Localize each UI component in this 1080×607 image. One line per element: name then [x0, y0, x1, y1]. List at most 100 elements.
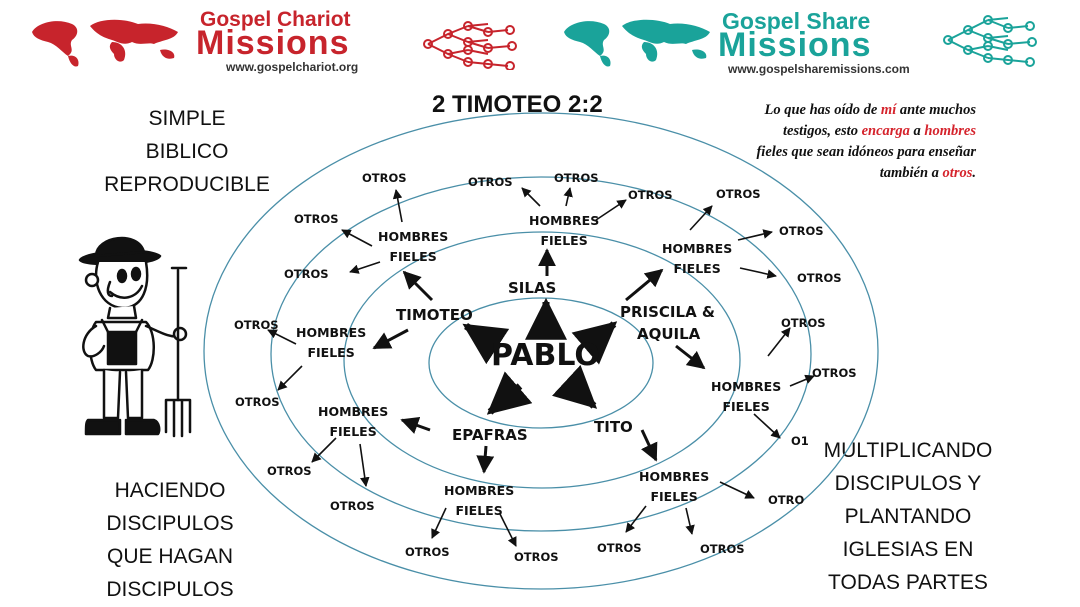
faithful-men-label: HOMBRES FIELES: [378, 227, 448, 267]
others-label: OTROS: [700, 542, 745, 556]
arrow: [402, 270, 434, 302]
farmer-with-pitchfork-icon: [78, 236, 192, 438]
tagline-line: DISCIPULOS: [106, 578, 234, 601]
tagline-line: REPRODUCIBLE: [104, 173, 270, 196]
arrow: [277, 365, 303, 391]
arrow: [753, 413, 781, 439]
network-tree-icon: [423, 21, 517, 70]
arrow: [675, 344, 706, 370]
others-label: OTROS: [330, 499, 375, 513]
others-label: OTROS: [267, 464, 312, 478]
arrow: [267, 329, 297, 345]
tagline-line: QUE HAGAN: [106, 545, 234, 568]
others-label: OTROS: [405, 545, 450, 559]
faithful-men-line: FIELES: [650, 489, 698, 504]
ring-2: [343, 231, 741, 489]
others-label: OTRO: [768, 493, 805, 507]
faithful-men-label: HOMBRES FIELES: [444, 481, 514, 521]
faithful-men-line: FIELES: [389, 249, 437, 264]
others-label: OTROS: [779, 224, 824, 238]
others-label: OTROS: [362, 171, 407, 185]
tagline-line: DISCIPULOS: [106, 512, 234, 535]
tagline-line: PLANTANDO: [844, 505, 972, 528]
faithful-men-line: HOMBRES: [318, 404, 389, 419]
world-map-icon: [564, 19, 710, 67]
verse-line-4: también a otros.: [879, 165, 976, 181]
faithful-men-line: FIELES: [455, 503, 503, 518]
logo-right-line1: Gospel Share: [722, 8, 871, 34]
faithful-men-line: FIELES: [540, 233, 588, 248]
disciple-label-tito: TITO: [594, 418, 633, 436]
arrow: [739, 267, 777, 279]
logo-gospel-chariot: Gospel Chariot Missions www.gospelchario…: [28, 8, 528, 78]
faithful-men-line: FIELES: [307, 345, 355, 360]
tagline-line: BIBLICO: [145, 140, 229, 163]
world-map-icon: [32, 19, 178, 67]
disciple-label-epafras: EPAFRAS: [452, 426, 528, 444]
faithful-men-line: HOMBRES: [378, 229, 449, 244]
tagline-line: HACIENDO: [114, 479, 226, 502]
arrow: [625, 268, 664, 302]
faithful-men-line: HOMBRES: [296, 325, 367, 340]
faithful-men-line: FIELES: [329, 424, 377, 439]
arrow: [595, 199, 627, 221]
disciple-label-aquila: AQUILA: [637, 325, 701, 343]
others-label: OTROS: [554, 171, 599, 185]
others-label: OTROS: [235, 395, 280, 409]
faithful-men-label: HOMBRES FIELES: [639, 467, 709, 507]
others-label: OTROS: [284, 267, 329, 281]
arrow: [640, 429, 658, 462]
others-label: OTROS: [797, 271, 842, 285]
faithful-men-line: HOMBRES: [444, 483, 515, 498]
tagline-line: MULTIPLICANDO: [823, 439, 993, 462]
faithful-men-line: HOMBRES: [639, 469, 710, 484]
arrow: [400, 416, 431, 434]
arrow: [685, 507, 695, 535]
faithful-men-line: HOMBRES: [662, 241, 733, 256]
arrows-group: [267, 187, 815, 547]
arrow: [689, 205, 713, 231]
arrow: [625, 505, 647, 533]
tagline-line: DISCIPULOS Y: [834, 472, 982, 495]
others-label: OTROS: [294, 212, 339, 226]
disciple-label-silas: SILAS: [508, 279, 557, 297]
network-tree-icon: [943, 15, 1037, 67]
main-arrow: [571, 321, 618, 365]
verse-line-3: fieles que sean idóneos para enseñar: [756, 144, 976, 160]
logo-left-url: www.gospelchariot.org: [226, 60, 359, 74]
ring-3: [270, 176, 812, 532]
center-label-pablo: PABLO: [491, 338, 600, 373]
faithful-men-line: FIELES: [722, 399, 770, 414]
arrow: [563, 187, 573, 207]
verse-text: Lo que has oído de mí ante muchos testig…: [690, 100, 976, 184]
arrow: [737, 229, 773, 241]
others-label: OTROS: [628, 188, 673, 202]
arrow: [719, 481, 755, 499]
arrow: [521, 187, 541, 207]
others-label: OTROS: [468, 175, 513, 189]
arrow: [311, 437, 337, 463]
ring-4: [203, 112, 879, 590]
faithful-men-label: HOMBRES FIELES: [318, 402, 388, 442]
arrow: [341, 229, 373, 247]
others-label: OTROS: [781, 316, 826, 330]
others-label: OTROS: [514, 550, 559, 564]
main-arrow: [462, 323, 510, 365]
arrow: [476, 445, 495, 474]
logo-right-url: www.gospelsharemissions.com: [728, 62, 910, 76]
others-label: OTROS: [597, 541, 642, 555]
logo-left-line1: Gospel Chariot: [200, 8, 351, 31]
disciple-label-timoteo: TIMOTEO: [396, 306, 473, 324]
others-label: OTROS: [812, 366, 857, 380]
tagline-bottom-left: HACIENDO DISCIPULOS QUE HAGAN DISCIPULOS: [80, 474, 260, 606]
arrow: [499, 513, 517, 547]
tagline-line: TODAS PARTES: [828, 571, 988, 594]
logo-right-line2: Missions: [718, 26, 872, 64]
others-label: OTROS: [234, 318, 279, 332]
tagline-line: SIMPLE: [148, 107, 226, 130]
arrow: [372, 328, 409, 350]
